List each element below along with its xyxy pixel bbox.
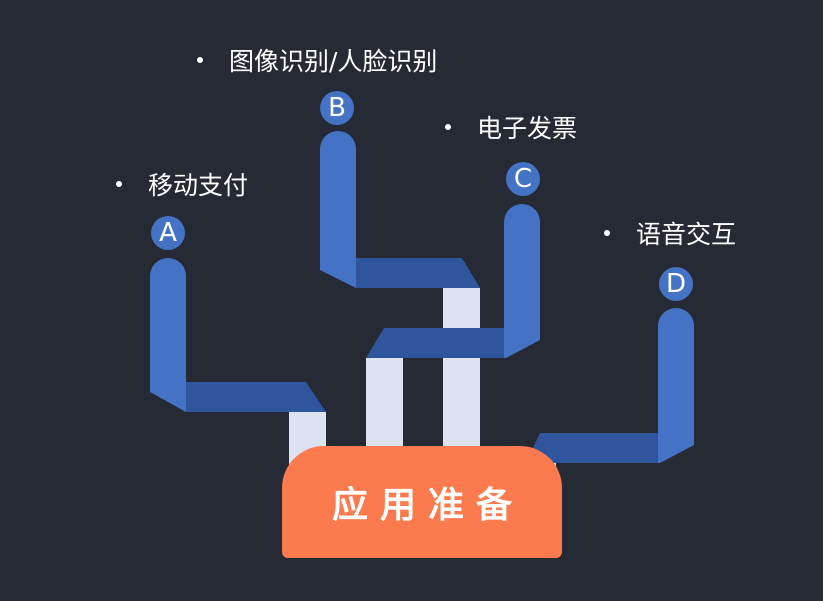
bullet-dot	[116, 181, 122, 187]
label-c-text: 电子发票	[477, 114, 578, 143]
bullet-dot	[604, 230, 610, 236]
pipe-c-post	[504, 204, 540, 358]
pipe-d-shelf	[526, 433, 660, 463]
center-label: 应用准备	[331, 485, 524, 526]
label-b: 图像识别/人脸识别	[197, 47, 437, 77]
badge-a: A	[151, 216, 185, 250]
pipe-b-post	[320, 131, 356, 288]
pipe-d-post	[658, 308, 694, 463]
label-a-text: 移动支付	[148, 171, 249, 200]
label-c: 电子发票	[445, 114, 577, 144]
pillar-b	[443, 288, 480, 470]
badge-b: B	[320, 91, 354, 125]
pipe-a-shelf	[150, 382, 326, 412]
center-box: 应用准备	[282, 446, 562, 558]
pipe-a-post	[150, 258, 186, 412]
pipe-c-shelf	[366, 328, 506, 358]
bullet-dot	[445, 124, 451, 130]
badge-c: C	[506, 162, 540, 196]
label-a: 移动支付	[116, 171, 248, 201]
label-d: 语音交互	[604, 220, 736, 250]
badge-d: D	[659, 267, 693, 301]
label-d-text: 语音交互	[636, 220, 737, 249]
bullet-dot	[197, 57, 203, 63]
label-b-text: 图像识别/人脸识别	[229, 47, 438, 76]
pipe-b-shelf	[320, 258, 480, 288]
